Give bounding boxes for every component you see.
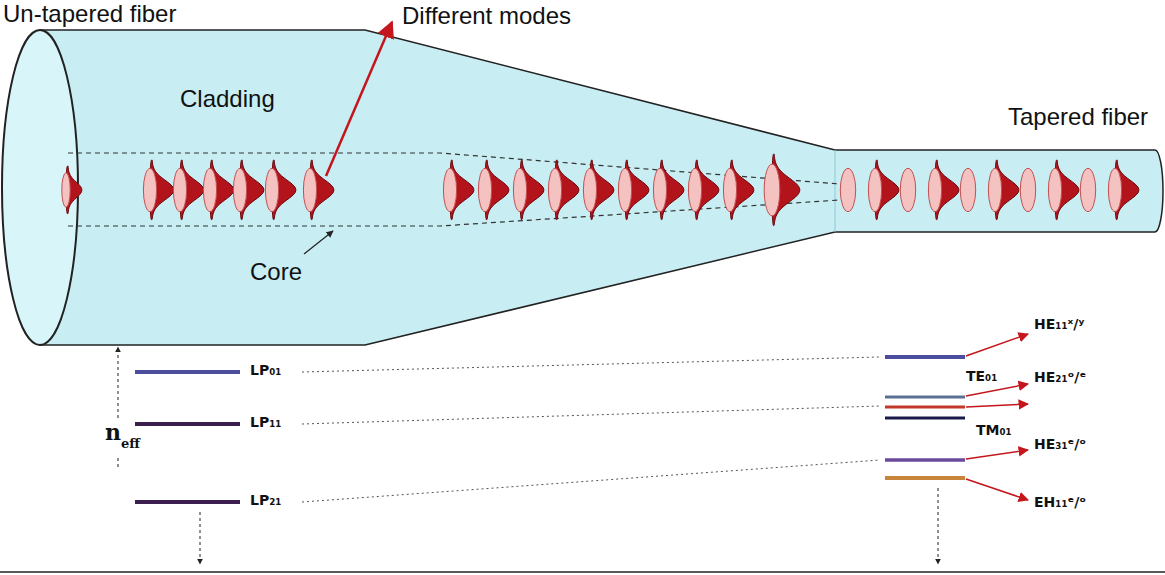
taper-junction: [835, 150, 836, 232]
neff-axis: [118, 347, 119, 418]
mode-cross-section: [868, 168, 881, 211]
mode-cross-section: [764, 164, 780, 216]
mode-name: LP₂₁: [250, 492, 281, 508]
mode-cross-section: [1020, 168, 1035, 211]
mode-name: HE₁₁ˣ/ʸ: [1034, 316, 1084, 332]
mode-cross-section: [653, 168, 666, 211]
mode-cross-section: [478, 168, 491, 211]
mode-cross-section: [62, 173, 70, 208]
fiber-end-face: [2, 30, 78, 345]
cladding-index-line: [0, 571, 1165, 573]
mode-cross-section: [1048, 168, 1061, 211]
mode-pointer: [966, 384, 1028, 396]
mode-cross-section: [203, 168, 216, 211]
mode-cross-section: [840, 168, 855, 211]
neff-axis: [118, 458, 119, 470]
mode-name: HE₃₁ᵉ/ᵒ: [1034, 436, 1086, 452]
mode-trace: [302, 460, 880, 502]
callout-text: Different modes: [402, 2, 571, 30]
core-pointer: [304, 231, 333, 254]
cutoff-arrow: [200, 512, 201, 564]
axis-subscript: eff: [121, 437, 140, 452]
mode-name: HE₂₁ᵒ/ᵉ: [1034, 369, 1086, 385]
mode-cross-section: [988, 168, 1001, 211]
mode-pointer: [966, 404, 1028, 407]
modes-pointer: [326, 22, 392, 176]
mode-cross-section: [723, 168, 736, 211]
mode-name: EH₁₁ᵉ/ᵒ: [1034, 494, 1086, 510]
mode-level: [885, 417, 965, 420]
mode-trace: [302, 406, 880, 424]
mode-cross-section: [900, 168, 915, 211]
mode-level: [885, 476, 965, 480]
mode-level: [135, 370, 240, 374]
mode-trace: [302, 357, 880, 372]
mode-profiles: [62, 154, 1139, 226]
mode-cross-section: [583, 168, 596, 211]
part-name: Cladding: [180, 85, 275, 113]
mode-cross-section: [173, 168, 186, 211]
mode-level: [135, 500, 240, 504]
mode-cross-section: [618, 168, 631, 211]
mode-level: [135, 422, 240, 426]
mode-cross-section: [960, 168, 975, 211]
mode-level: [885, 396, 965, 399]
part-name: Core: [250, 258, 302, 286]
section-title: Tapered fiber: [1008, 103, 1148, 131]
mode-cross-section: [928, 168, 941, 211]
mode-pointer: [966, 450, 1028, 459]
mode-cross-section: [443, 168, 456, 211]
mode-cross-section: [1108, 168, 1121, 211]
mode-pointer: [966, 479, 1028, 500]
mode-cross-section: [1080, 168, 1095, 211]
mode-cross-section: [265, 168, 278, 211]
mode-level: [885, 458, 965, 462]
mode-cross-section: [688, 168, 701, 211]
mode-name: TM₀₁: [976, 422, 1012, 438]
mode-cross-section: [513, 168, 526, 211]
mode-cross-section: [143, 168, 156, 211]
cladding-shape: [40, 30, 1163, 345]
axis-symbol: n: [105, 420, 121, 445]
mode-name: LP₁₁: [250, 414, 281, 430]
mode-pointer: [966, 334, 1028, 356]
mode-name: LP₀₁: [250, 362, 281, 378]
section-title: Un-tapered fiber: [3, 0, 176, 28]
mode-level: [885, 406, 965, 409]
mode-cross-section: [303, 168, 316, 211]
mode-level: [885, 355, 965, 359]
cutoff-arrow: [938, 488, 939, 564]
mode-cross-section: [233, 168, 246, 211]
mode-cross-section: [548, 168, 561, 211]
mode-name: TE₀₁: [966, 368, 997, 384]
